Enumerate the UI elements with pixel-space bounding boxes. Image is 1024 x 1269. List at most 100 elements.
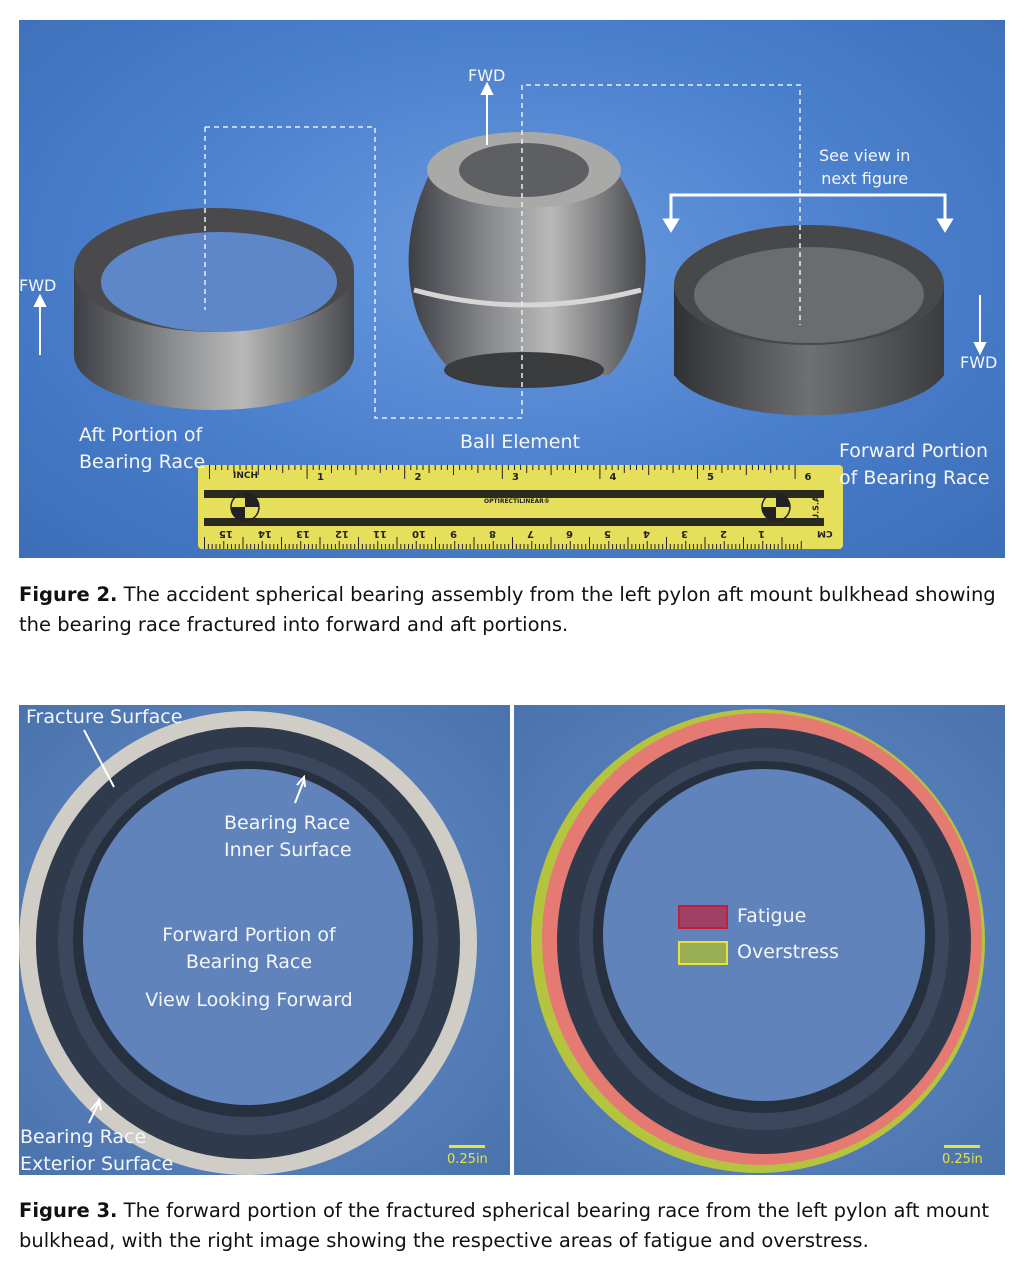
ruler-tick (257, 465, 259, 475)
ruler-tick (465, 465, 467, 470)
see-view-bracket (662, 193, 954, 233)
ruler-tick (435, 537, 436, 549)
ruler-tick (354, 544, 356, 549)
ruler-tick (581, 544, 583, 549)
dashed-guide-lines (205, 84, 801, 419)
figure-2-photo: FWD FWD FWD See view in next figure Aft … (19, 20, 1005, 558)
ruler-tick (404, 544, 406, 549)
ruler-tick (704, 537, 706, 549)
ruler-tick (700, 544, 702, 549)
ruler-tick (422, 465, 424, 470)
ruler-tick (758, 465, 759, 470)
ruler-tick (331, 465, 332, 473)
ruler-inch-label: 5 (707, 472, 714, 483)
ruler-tick (777, 544, 779, 549)
scale-bar-right: 0.25in (942, 1145, 983, 1167)
figure-2-caption-text: The accident spherical bearing assembly … (19, 583, 996, 636)
annotated-race-ring (531, 709, 985, 1173)
ruler-tick (288, 544, 290, 549)
ruler-tick (793, 544, 795, 549)
ruler-tick (381, 544, 383, 549)
ruler-tick (446, 544, 448, 549)
ruler-inch-label: 1 (317, 472, 324, 483)
ruler-tick (727, 465, 729, 470)
see-view-label: See view in next figure (819, 144, 910, 190)
scale-label-right: 0.25in (942, 1152, 983, 1167)
figure-2-caption-label: Figure 2. (19, 583, 118, 606)
ruler-tick (349, 465, 351, 470)
ruler-tick (207, 544, 209, 549)
figure-3-caption-label: Figure 3. (19, 1199, 118, 1222)
ruler-tick (608, 541, 610, 549)
ruler-tick (246, 544, 248, 549)
ruler-tick (660, 465, 662, 470)
ruler-tick (327, 544, 329, 549)
ruler-tick (527, 544, 529, 549)
ruler-tick (750, 544, 752, 549)
ruler-tick (623, 544, 625, 549)
ruler-tick (369, 544, 371, 549)
bearing-parts-illustration (33, 81, 987, 549)
inner-line-2: Inner Surface (224, 839, 352, 861)
ruler-tick (377, 541, 379, 549)
ruler-tick (739, 544, 741, 549)
ruler-tick (398, 465, 400, 470)
fwd-arrows (33, 81, 987, 356)
ruler-tick (692, 544, 694, 549)
ruler-tick (411, 544, 413, 549)
ruler-tick (343, 465, 345, 470)
ruler-tick (500, 544, 502, 549)
ruler-tick (568, 465, 570, 470)
aft-race-ring (74, 208, 354, 410)
ruler-tick (642, 544, 644, 549)
ruler-tick (514, 465, 515, 470)
ruler-tick (304, 544, 306, 549)
ruler-tick (745, 465, 747, 475)
ruler-tick (453, 465, 454, 475)
ruler-tick (481, 544, 483, 549)
ruler-tick (315, 544, 317, 549)
overstress-legend-label: Overstress (737, 941, 839, 963)
ruler-tick (323, 544, 325, 549)
ruler-tick (546, 544, 548, 549)
ruler-tick (263, 465, 265, 470)
ruler-tick (796, 544, 798, 549)
ruler-tick (593, 465, 595, 470)
ruler-cm-label: 6 (565, 528, 573, 539)
ruler-tick (324, 465, 326, 470)
figure-3-caption: Figure 3. The forward portion of the fra… (19, 1196, 1009, 1256)
ruler-tick (239, 465, 241, 470)
ruler-inch-label: 2 (414, 472, 422, 483)
ruler-tick (658, 544, 660, 549)
ruler-tick (523, 544, 525, 549)
center-line-1: Forward Portion of (162, 924, 336, 946)
fwd-label-right: FWD (960, 353, 998, 372)
ruler-tick (282, 465, 284, 473)
ruler-tick (654, 544, 656, 549)
ruler-tick (731, 544, 733, 549)
ruler-tick (270, 465, 271, 470)
aft-line-2: Bearing Race (79, 451, 206, 473)
ruler-tick (769, 544, 771, 549)
ruler-tick (428, 465, 430, 473)
ruler-tick (727, 544, 729, 549)
ruler-tick (396, 537, 398, 549)
ruler-tick (569, 541, 571, 549)
ruler-tick (754, 544, 756, 549)
ruler-tick (404, 465, 406, 479)
ruler-tick (715, 465, 717, 470)
ruler-tick (442, 544, 444, 549)
ruler-tick (434, 465, 436, 470)
ruler-tick (288, 465, 290, 470)
ruler-tick (311, 544, 313, 549)
ruler-tick (770, 465, 772, 473)
ruler-tick (350, 544, 352, 549)
ruler-tick (627, 537, 629, 549)
ruler-tick (408, 544, 410, 549)
ruler-tick (230, 544, 232, 549)
ruler-tick (219, 544, 221, 549)
ruler-tick (373, 544, 375, 549)
ruler-tick (276, 465, 278, 470)
ruler-inch-unit: INCH (233, 471, 259, 481)
ruler-tick (265, 544, 267, 549)
